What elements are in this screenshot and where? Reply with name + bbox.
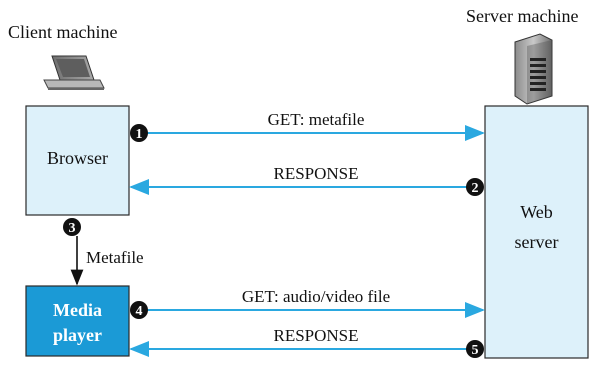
- browser-label: Browser: [47, 148, 108, 168]
- step-2-arrow: RESPONSE 2: [129, 164, 484, 196]
- browser-box: Browser: [25, 105, 130, 216]
- step-3-arrow: Metafile 3: [63, 218, 144, 286]
- laptop-icon: [43, 55, 105, 90]
- step-2-label: RESPONSE: [273, 164, 358, 183]
- metafile-label: Metafile: [86, 248, 144, 267]
- step-3-badge: 3: [63, 218, 81, 236]
- step-4-badge: 4: [130, 301, 148, 319]
- step-5-label: RESPONSE: [273, 326, 358, 345]
- step-3-number: 3: [69, 221, 76, 236]
- media-player-label-line1: Media: [53, 300, 102, 320]
- step-2-number: 2: [472, 181, 479, 196]
- step-5-badge: 5: [466, 340, 484, 358]
- server-tower-icon: [514, 33, 553, 105]
- step-1-badge: 1: [130, 124, 148, 142]
- client-machine-label: Client machine: [8, 22, 117, 42]
- server-machine-label: Server machine: [466, 6, 578, 26]
- web-server-label-line2: server: [515, 232, 559, 252]
- media-player-label-line2: player: [53, 325, 102, 345]
- media-player-box: Media player: [25, 285, 130, 357]
- web-server-label-line1: Web: [520, 202, 553, 222]
- web-server-box: Web server: [484, 105, 589, 359]
- step-2-badge: 2: [466, 178, 484, 196]
- step-4-number: 4: [136, 304, 143, 319]
- step-5-arrow: RESPONSE 5: [129, 326, 484, 358]
- step-1-number: 1: [136, 127, 143, 142]
- step-4-label: GET: audio/video file: [242, 287, 390, 306]
- step-1-label: GET: metafile: [268, 110, 365, 129]
- step-1-arrow: GET: metafile 1: [130, 110, 485, 142]
- step-4-arrow: GET: audio/video file 4: [130, 287, 485, 319]
- step-5-number: 5: [472, 343, 479, 358]
